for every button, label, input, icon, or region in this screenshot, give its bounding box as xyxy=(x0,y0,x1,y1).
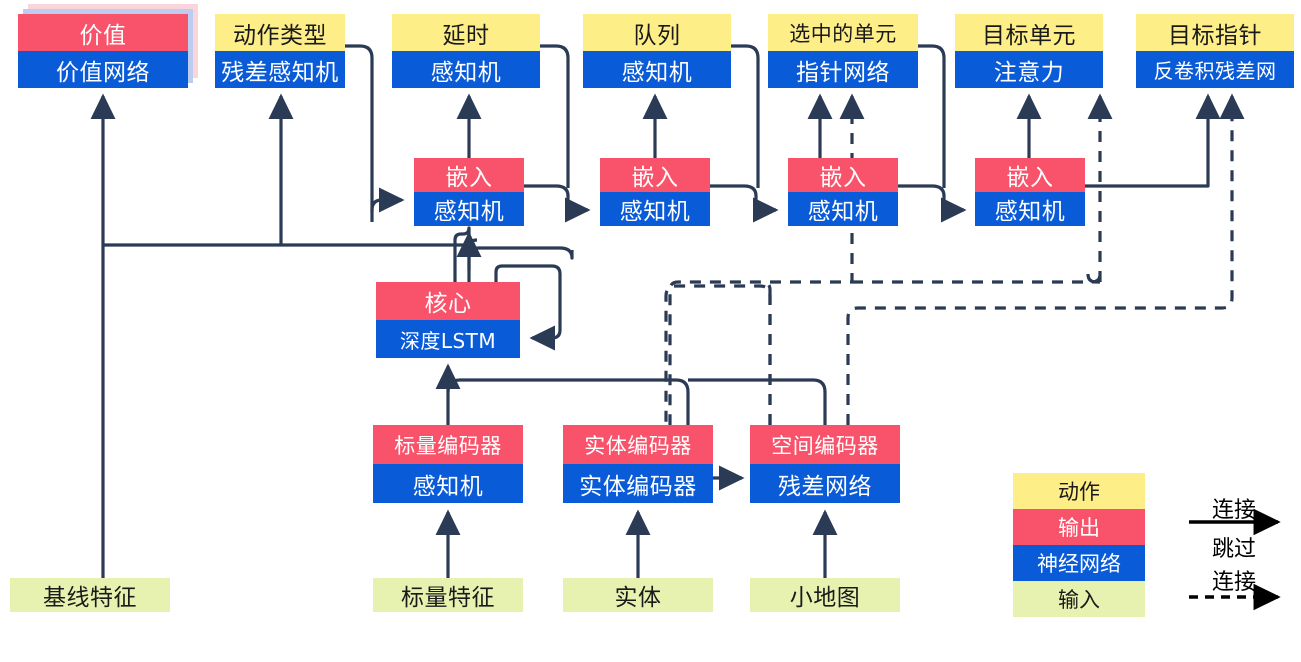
node-spatial_enc-top-label: 空间编码器 xyxy=(750,425,900,464)
node-delay-bottom-label: 感知机 xyxy=(392,51,540,88)
legend-connection-label: 连接 xyxy=(1211,498,1256,523)
node-value-top-label: 价值 xyxy=(18,14,188,51)
legend-swatch-network: 神经网络 xyxy=(1013,545,1145,581)
node-baseline_feat: 基线特征 xyxy=(10,578,170,612)
node-core-bottom-label: 深度LSTM xyxy=(376,320,520,358)
node-embed1-top-label: 嵌入 xyxy=(414,158,524,192)
node-queued-bottom-label: 感知机 xyxy=(583,51,731,88)
node-queued: 队列感知机 xyxy=(583,14,731,88)
node-scalar_enc: 标量编码器感知机 xyxy=(373,425,523,503)
node-value-bottom-label: 价值网络 xyxy=(18,51,188,88)
node-embed4-bottom-label: 感知机 xyxy=(975,192,1085,226)
node-target_unit-bottom-label: 注意力 xyxy=(955,51,1103,88)
node-embed3-bottom-label: 感知机 xyxy=(788,192,898,226)
legend-swatch-output: 输出 xyxy=(1013,509,1145,545)
node-selected_units-bottom-label: 指针网络 xyxy=(768,51,918,88)
node-embed2-bottom-label: 感知机 xyxy=(600,192,710,226)
node-scalar_feat-bottom-label: 标量特征 xyxy=(373,578,523,612)
node-scalar_enc-top-label: 标量编码器 xyxy=(373,425,523,464)
node-baseline_feat-bottom-label: 基线特征 xyxy=(10,578,170,612)
node-selected_units-top-label: 选中的单元 xyxy=(768,14,918,51)
node-embed2-top-label: 嵌入 xyxy=(600,158,710,192)
node-core-top-label: 核心 xyxy=(376,282,520,320)
node-value: 价值价值网络 xyxy=(18,14,188,88)
node-target_unit: 目标单元注意力 xyxy=(955,14,1103,88)
node-delay-top-label: 延时 xyxy=(392,14,540,51)
node-embed4: 嵌入感知机 xyxy=(975,158,1085,226)
node-entity_enc-top-label: 实体编码器 xyxy=(563,425,713,464)
legend-swatch-action: 动作 xyxy=(1013,473,1145,509)
legend-skip-label-line2: 连接 xyxy=(1211,570,1256,595)
node-minimap: 小地图 xyxy=(750,578,900,612)
node-action_type: 动作类型残差感知机 xyxy=(215,14,345,88)
node-target_point-bottom-label: 反卷积残差网 xyxy=(1136,51,1294,88)
node-embed3-top-label: 嵌入 xyxy=(788,158,898,192)
node-action_type-top-label: 动作类型 xyxy=(215,14,345,51)
node-spatial_enc-bottom-label: 残差网络 xyxy=(750,464,900,503)
node-core: 核心深度LSTM xyxy=(376,282,520,358)
node-minimap-bottom-label: 小地图 xyxy=(750,578,900,612)
node-target_point-top-label: 目标指针 xyxy=(1136,14,1294,51)
node-embed1-bottom-label: 感知机 xyxy=(414,192,524,226)
node-entity_enc: 实体编码器实体编码器 xyxy=(563,425,713,503)
legend-swatch-input: 输入 xyxy=(1013,581,1145,617)
node-scalar_feat: 标量特征 xyxy=(373,578,523,612)
node-entities: 实体 xyxy=(563,578,713,612)
node-selected_units: 选中的单元指针网络 xyxy=(768,14,918,88)
legend: 动作 输出 神经网络 输入 xyxy=(1013,473,1145,617)
node-queued-top-label: 队列 xyxy=(583,14,731,51)
node-embed4-top-label: 嵌入 xyxy=(975,158,1085,192)
node-embed2: 嵌入感知机 xyxy=(600,158,710,226)
node-embed1: 嵌入感知机 xyxy=(414,158,524,226)
node-target_point: 目标指针反卷积残差网 xyxy=(1136,14,1294,88)
node-action_type-bottom-label: 残差感知机 xyxy=(215,51,345,88)
node-scalar_enc-bottom-label: 感知机 xyxy=(373,464,523,503)
node-embed3: 嵌入感知机 xyxy=(788,158,898,226)
node-entities-bottom-label: 实体 xyxy=(563,578,713,612)
node-delay: 延时感知机 xyxy=(392,14,540,88)
node-spatial_enc: 空间编码器残差网络 xyxy=(750,425,900,503)
legend-skip-label-line1: 跳过 xyxy=(1211,537,1256,562)
node-target_unit-top-label: 目标单元 xyxy=(955,14,1103,51)
node-entity_enc-bottom-label: 实体编码器 xyxy=(563,464,713,503)
